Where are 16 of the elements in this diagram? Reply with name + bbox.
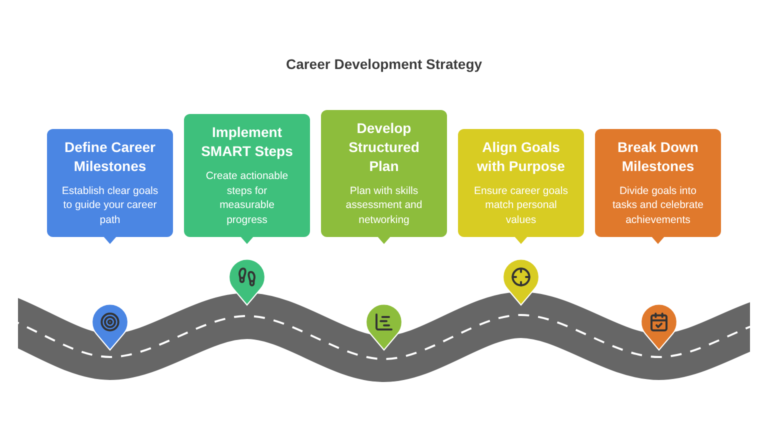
card-description: Divide goals into tasks and celebrate achievements: [611, 184, 705, 227]
callout-card: [458, 128, 584, 244]
card-description: Plan with skills assessment and networking: [344, 184, 424, 227]
callout-card: [184, 114, 310, 244]
callout-card: [321, 110, 447, 244]
card-heading: Develop Structured Plan: [348, 118, 420, 176]
callout-card: [47, 128, 173, 244]
card-heading: Break Down Milestones: [616, 138, 700, 176]
card-heading: Implement SMART Steps: [200, 123, 294, 161]
card-description: Create actionable steps for measurable progress: [204, 169, 290, 227]
card-heading: Define Career Milestones: [63, 138, 157, 176]
card-description: Ensure career goals match personal values: [473, 184, 569, 227]
card-description: Establish clear goals to guide your career path: [60, 184, 160, 227]
card-heading: Align Goals with Purpose: [476, 138, 566, 176]
diagram-title: Career Development Strategy: [286, 55, 482, 73]
callout-card: [595, 128, 721, 244]
